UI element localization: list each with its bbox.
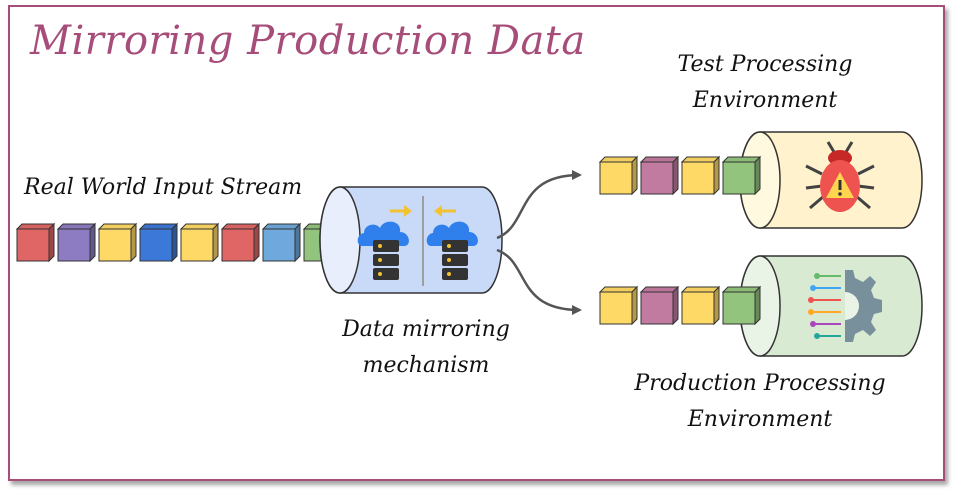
cloud-database-icon [357, 221, 409, 280]
mirror-mechanism-label: Data mirroring mechanism [328, 312, 524, 384]
stream-block-blue [138, 222, 179, 263]
test-environment-label: Test Processing Environment [640, 47, 890, 119]
stream-block-mauve [639, 285, 680, 326]
diagram-title: Mirroring Production Data [30, 18, 586, 64]
stream-block-yellow [680, 285, 721, 326]
mirror-cylinder-face [319, 186, 361, 294]
arrow-right-icon [390, 205, 412, 217]
stream-block-yellow [179, 222, 220, 263]
mirror-label-line2: mechanism [362, 353, 490, 378]
stream-block-green [721, 155, 762, 196]
stream-block-light_blue [261, 222, 302, 263]
arrow-to-test [496, 170, 582, 240]
stream-block-mauve [639, 155, 680, 196]
input-stream-label: Real World Input Stream [24, 170, 302, 206]
test-label-line1: Test Processing [677, 52, 853, 77]
input-stream [15, 222, 343, 263]
arrow-left-icon [434, 205, 456, 217]
stream-block-yellow [680, 155, 721, 196]
stream-block-yellow [97, 222, 138, 263]
test-cylinder [739, 131, 923, 229]
stream-block-yellow [598, 285, 639, 326]
stream-block-yellow [598, 155, 639, 196]
cloud-database-icon [426, 221, 478, 280]
production-label-line2: Environment [687, 407, 833, 432]
stream-block-red [220, 222, 261, 263]
production-label-line1: Production Processing [634, 371, 886, 396]
production-cylinder [739, 255, 923, 357]
input-stream-label-text: Real World Input Stream [24, 175, 303, 200]
arrow-to-production [496, 248, 582, 315]
gear-circuit-icon [808, 270, 882, 342]
production-environment-label: Production Processing Environment [615, 366, 905, 438]
mirror-label-line1: Data mirroring [342, 317, 510, 342]
bug-warning-icon [805, 141, 875, 212]
stream-block-red [15, 222, 56, 263]
test-stream [598, 155, 762, 196]
mirror-cylinder [319, 186, 503, 294]
stream-block-green [721, 285, 762, 326]
stream-block-purple [56, 222, 97, 263]
production-stream [598, 285, 762, 326]
test-label-line2: Environment [692, 88, 838, 113]
